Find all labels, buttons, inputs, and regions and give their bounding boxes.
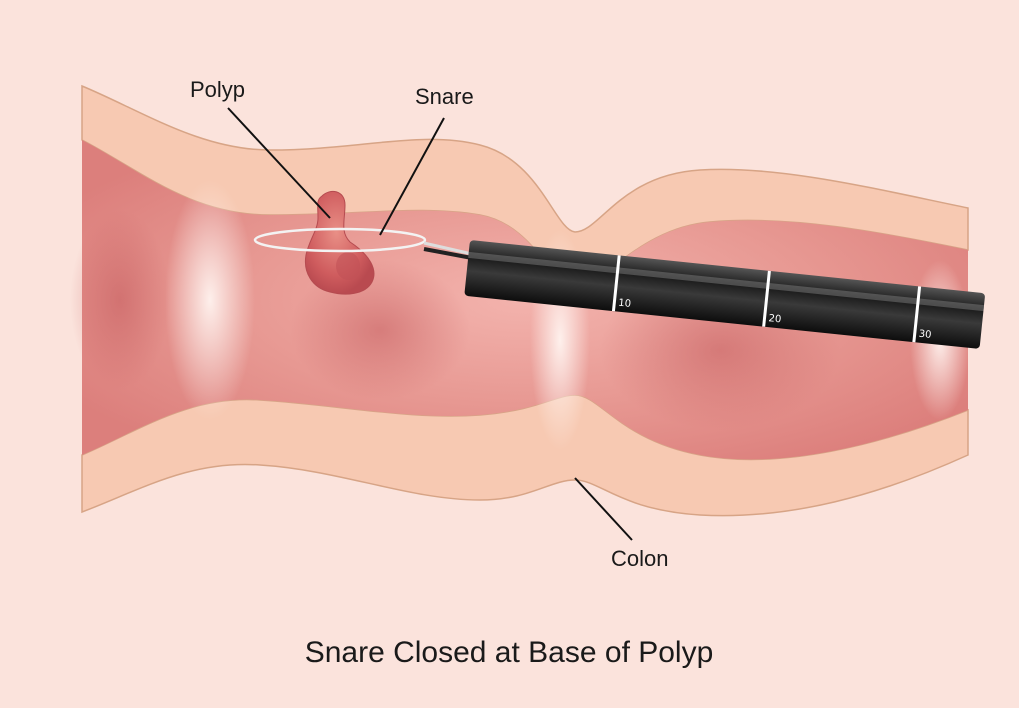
snare-label: Snare [415,84,474,109]
fold-highlight [165,180,255,420]
scope-mark-label: 10 [618,298,632,310]
fold-shadow [70,210,170,390]
polyp-shading [336,252,360,280]
scope-mark-label: 20 [768,313,782,325]
polyp-label: Polyp [190,77,245,102]
caption: Snare Closed at Base of Polyp [305,636,714,669]
colon-label: Colon [611,546,668,571]
scope-mark-label: 30 [918,329,932,341]
